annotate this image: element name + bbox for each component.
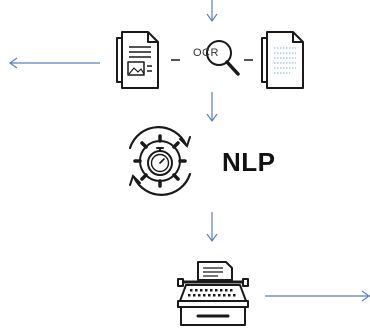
gear-stopwatch-icon <box>128 126 192 196</box>
arrow-nlp-to-output <box>206 212 218 243</box>
arrow-top-down <box>206 0 218 23</box>
ocr-label: OCR <box>193 47 219 59</box>
arrow-left-output <box>8 57 100 69</box>
arrow-ocr-to-nlp <box>206 92 218 123</box>
nlp-label: NLP <box>222 147 276 177</box>
digital-document-icon <box>261 31 304 89</box>
arrow-right-output <box>265 290 370 302</box>
magnifier-icon <box>206 40 240 76</box>
scanned-document-icon <box>116 31 159 89</box>
typewriter-icon <box>177 261 249 326</box>
